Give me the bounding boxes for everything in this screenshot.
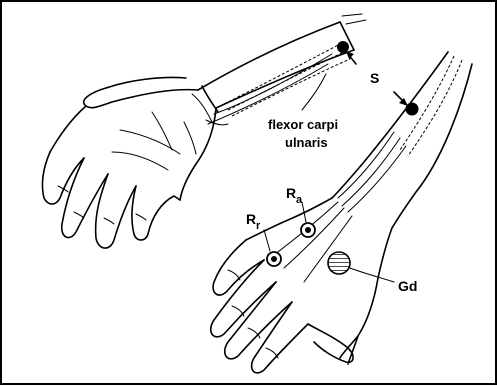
right-stimulation-site — [394, 92, 419, 116]
rr-label: R — [246, 211, 256, 227]
ra-label: R — [286, 185, 296, 201]
ground-label: Gd — [398, 278, 417, 294]
muscle-label-line1: flexor carpi — [268, 117, 338, 132]
electrode-rr — [264, 230, 281, 266]
stim-label: S — [370, 70, 379, 86]
ground-electrode — [328, 252, 394, 282]
rr-subscript: r — [256, 220, 261, 232]
electrode-ra — [301, 202, 315, 237]
muscle-label-line2: ulnaris — [285, 135, 328, 150]
ra-subscript: a — [296, 194, 303, 206]
